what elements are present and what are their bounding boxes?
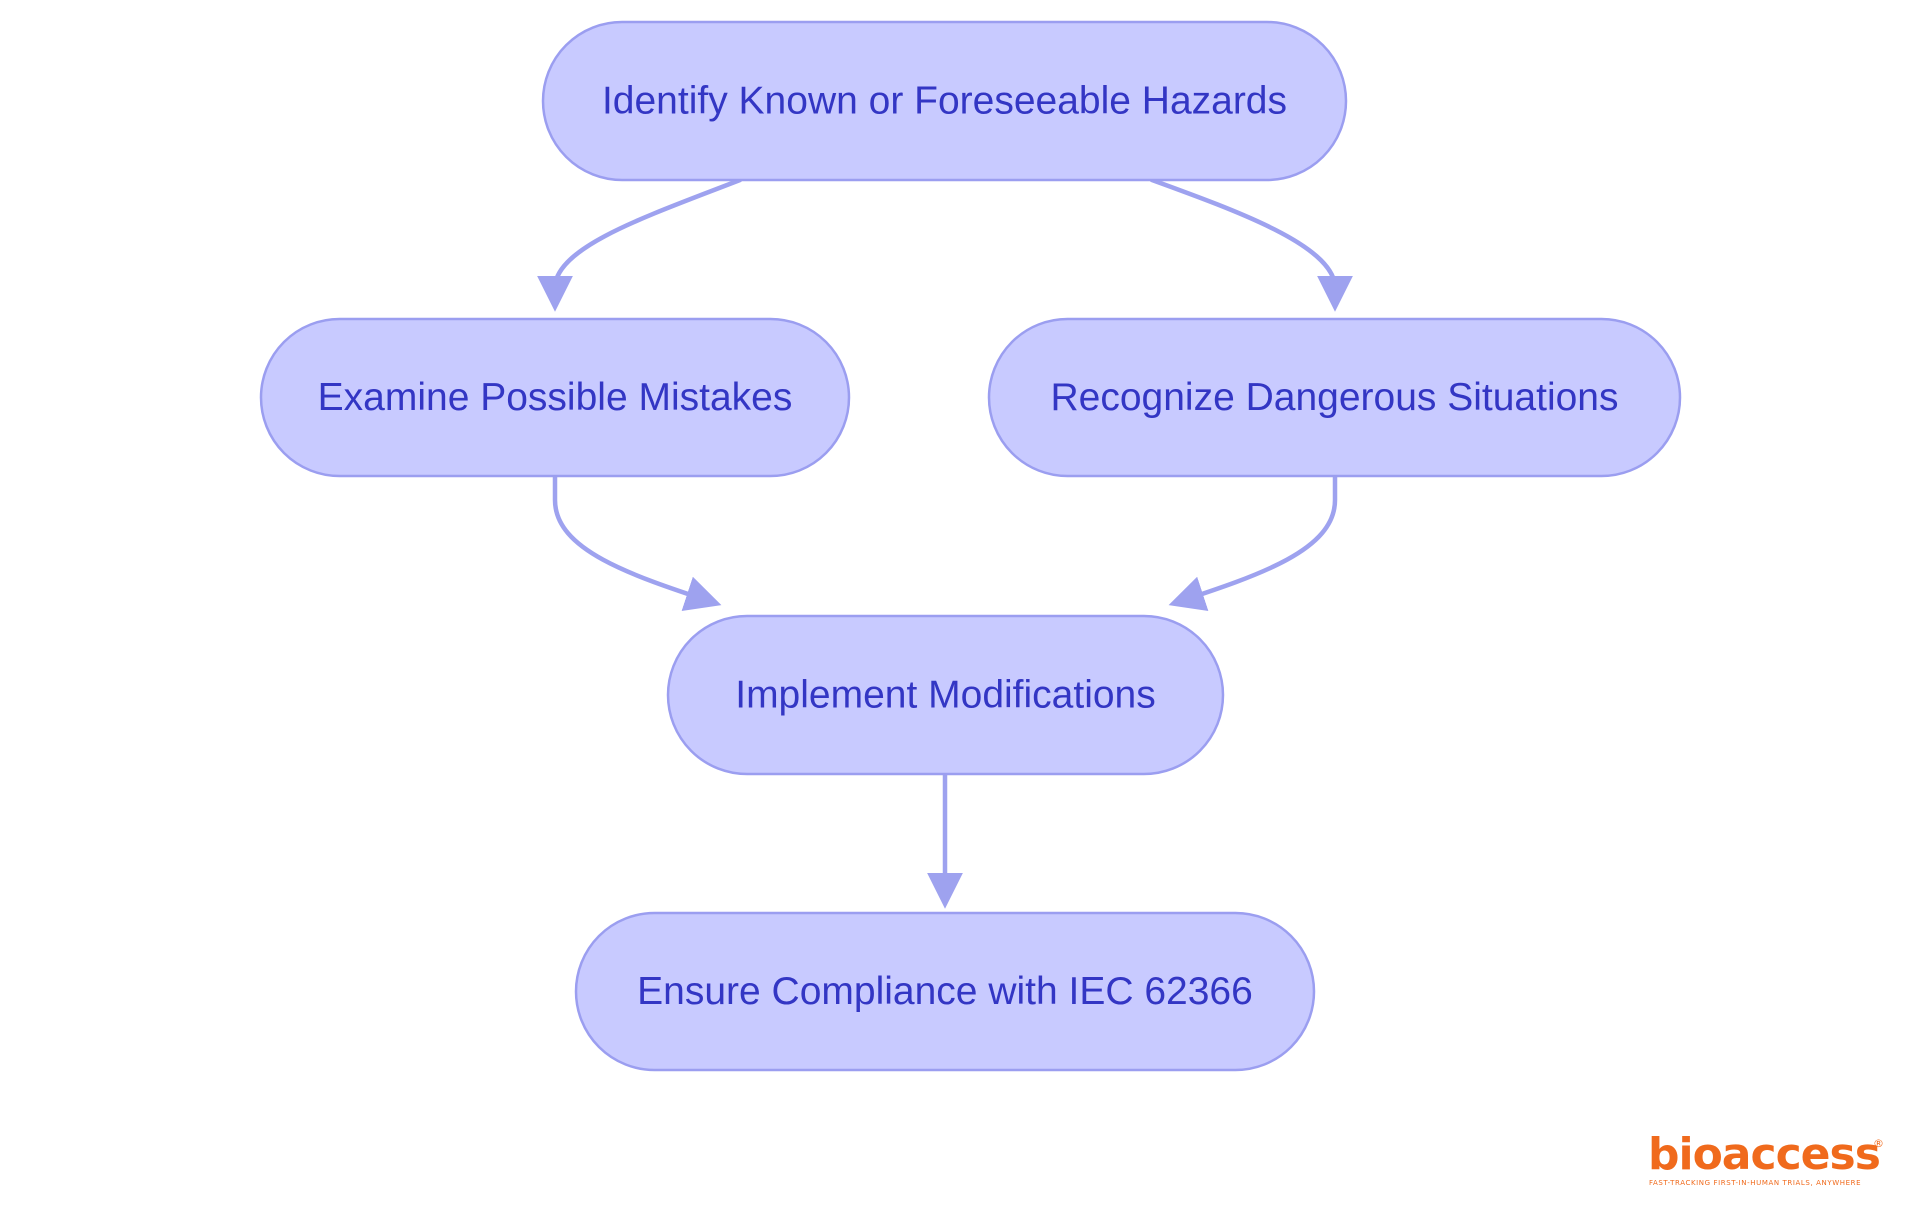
node-examine-mistakes: Examine Possible Mistakes <box>259 317 851 478</box>
node-identify-hazards: Identify Known or Foreseeable Hazards <box>541 20 1348 182</box>
node-ensure-compliance: Ensure Compliance with IEC 62366 <box>574 911 1316 1072</box>
node-recognize-situations: Recognize Dangerous Situations <box>987 317 1682 478</box>
bioaccess-logo: bioaccess ® FAST-TRACKING FIRST-IN-HUMAN… <box>1648 1129 1884 1187</box>
node-identify-hazards-label: Identify Known or Foreseeable Hazards <box>602 80 1287 123</box>
node-recognize-situations-label: Recognize Dangerous Situations <box>1050 376 1618 419</box>
node-implement-modifications-label: Implement Modifications <box>735 674 1156 717</box>
registered-mark: ® <box>1873 1137 1884 1150</box>
edge-identify-to-examine <box>537 177 743 312</box>
edge-examine-to-implement <box>552 473 722 611</box>
node-examine-mistakes-label: Examine Possible Mistakes <box>318 376 793 419</box>
edge-identify-to-recognize <box>1149 177 1353 312</box>
logo-tagline: FAST-TRACKING FIRST-IN-HUMAN TRIALS, ANY… <box>1649 1179 1861 1187</box>
node-implement-modifications: Implement Modifications <box>666 614 1225 776</box>
node-ensure-compliance-label: Ensure Compliance with IEC 62366 <box>637 970 1253 1013</box>
edge-recognize-to-implement <box>1168 473 1338 611</box>
logo-wordmark: bioaccess <box>1648 1129 1880 1180</box>
